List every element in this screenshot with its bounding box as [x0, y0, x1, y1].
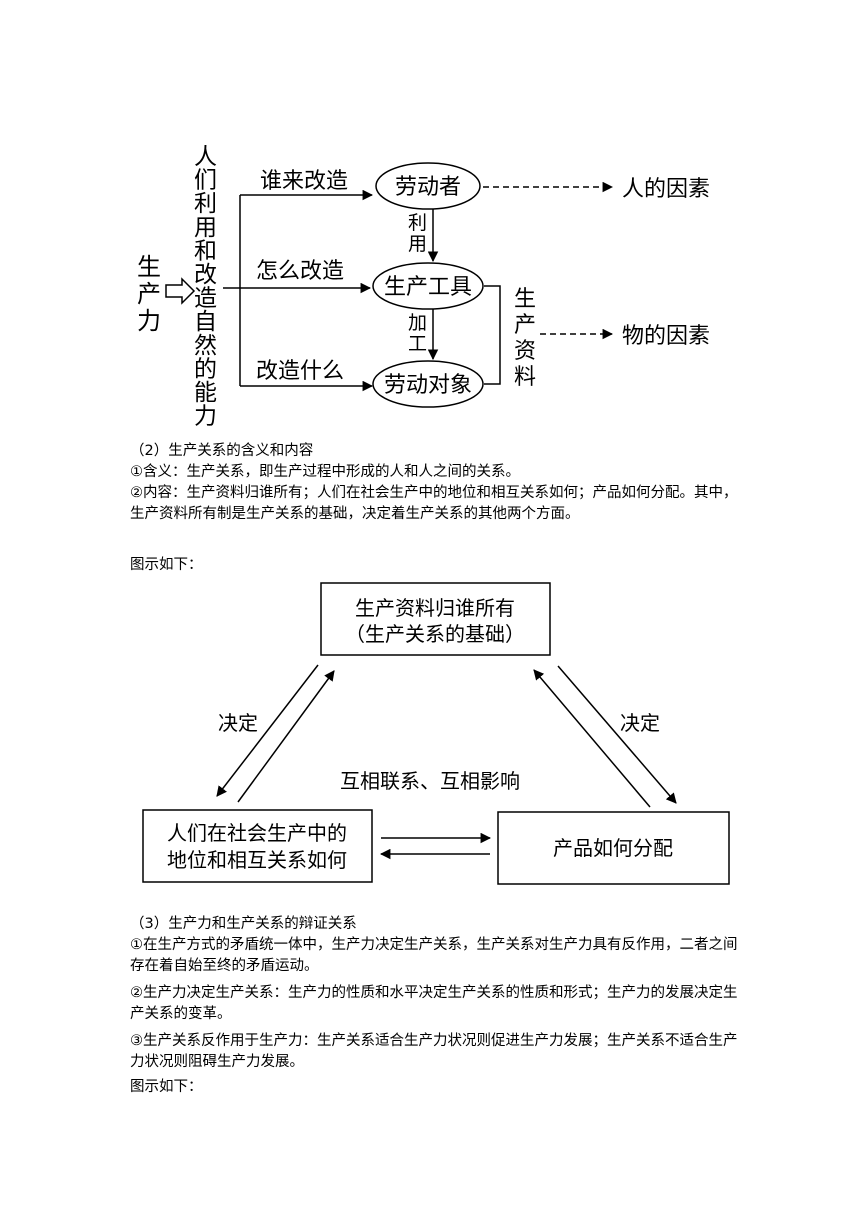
human-factor-label: 人的因素 [622, 177, 710, 202]
ability-char: 改 [194, 262, 217, 288]
branch-what-label: 改造什么 [256, 359, 344, 384]
tools-node [372, 262, 484, 310]
laborer-node [375, 162, 481, 210]
ability-char: 造 [194, 286, 217, 312]
laborer-node-label: 劳动者 [395, 175, 461, 200]
ability-char: 的 [194, 356, 217, 382]
ability-char: 利 [194, 191, 217, 217]
status-line1: 人们在社会生产中的 [167, 821, 347, 845]
means-bracket [484, 285, 501, 385]
means-char-2: 产 [514, 313, 536, 338]
object-node [372, 360, 484, 408]
means-of-production-label: 生 产 资 料 [514, 287, 536, 390]
section3-point1: ①在生产方式的矛盾统一体中，生产力决定生产关系，生产关系对生产力具有反作用，二者… [130, 937, 738, 974]
ownership-line2: （生产关系的基础） [345, 622, 525, 646]
ownership-box [320, 582, 551, 656]
decide-right-label: 决定 [620, 711, 660, 735]
productivity-char-3: 力 [137, 307, 161, 335]
object-node-label: 劳动对象 [384, 373, 472, 398]
means-char-1: 生 [514, 287, 536, 312]
branch-who-label: 谁来改造 [260, 169, 348, 194]
decide-right-arrow-down [557, 665, 677, 804]
decide-left-arrow-down [216, 664, 319, 797]
material-factor-label: 物的因素 [622, 324, 710, 349]
relations-diagram: 生产资料归谁所有 （生产关系的基础） 人们在社会生产中的 地位和相互关系如何 产… [142, 582, 730, 885]
decide-left-label: 决定 [218, 711, 258, 735]
section3-point2: ②生产力决定生产关系：生产力的性质和水平决定生产关系的性质和形式；生产力的发展决… [130, 985, 738, 1022]
means-char-3: 资 [514, 339, 536, 364]
section3-point3: ③生产关系反作用于生产力：生产关系适合生产力状况则促进生产力发展；生产关系不适合… [130, 1033, 738, 1070]
section2-heading: （2）生产关系的含义和内容 [130, 443, 314, 459]
use-char-2: 用 [408, 233, 427, 255]
mutual-label: 互相联系、互相影响 [340, 769, 520, 793]
ownership-line1: 生产资料归谁所有 [355, 596, 515, 620]
ability-char: 和 [194, 238, 217, 264]
distribution-box [497, 811, 730, 885]
ability-char: 力 [194, 404, 217, 430]
status-relations-box [142, 809, 373, 883]
ability-char: 人 [194, 144, 217, 170]
tools-node-label: 生产工具 [384, 275, 472, 300]
section2-diagram-caption: 图示如下： [130, 557, 203, 573]
section2-meaning: ①含义：生产关系，即生产过程中形成的人和人之间的关系。 [130, 464, 520, 480]
ability-char: 然 [194, 333, 217, 359]
ability-char: 用 [194, 215, 217, 241]
productivity-char-2: 产 [137, 280, 161, 308]
decide-right-arrow-up [533, 669, 651, 808]
ability-char: 们 [194, 168, 217, 194]
productivity-char-1: 生 [137, 253, 161, 281]
decide-left-arrow-up [237, 670, 335, 803]
section3-diagram-caption: 图示如下： [130, 1079, 203, 1095]
status-line2: 地位和相互关系如何 [167, 848, 347, 872]
means-char-4: 料 [514, 365, 536, 390]
branch-how-label: 怎么改造 [256, 259, 344, 284]
ability-char: 能 [194, 380, 217, 406]
distribution-label: 产品如何分配 [553, 836, 673, 860]
hollow-arrow [165, 277, 196, 305]
section3-heading: （3）生产力和生产关系的辩证关系 [130, 916, 357, 932]
productivity-label: 生 产 力 [137, 253, 161, 335]
ability-char: 自 [194, 309, 217, 335]
section2-content: ②内容：生产资料归谁所有；人们在社会生产中的地位和相互关系如何；产品如何分配。其… [130, 485, 738, 522]
use-char-1: 利 [408, 212, 427, 234]
process-char-2: 工 [408, 333, 427, 355]
process-char-1: 加 [408, 312, 427, 334]
